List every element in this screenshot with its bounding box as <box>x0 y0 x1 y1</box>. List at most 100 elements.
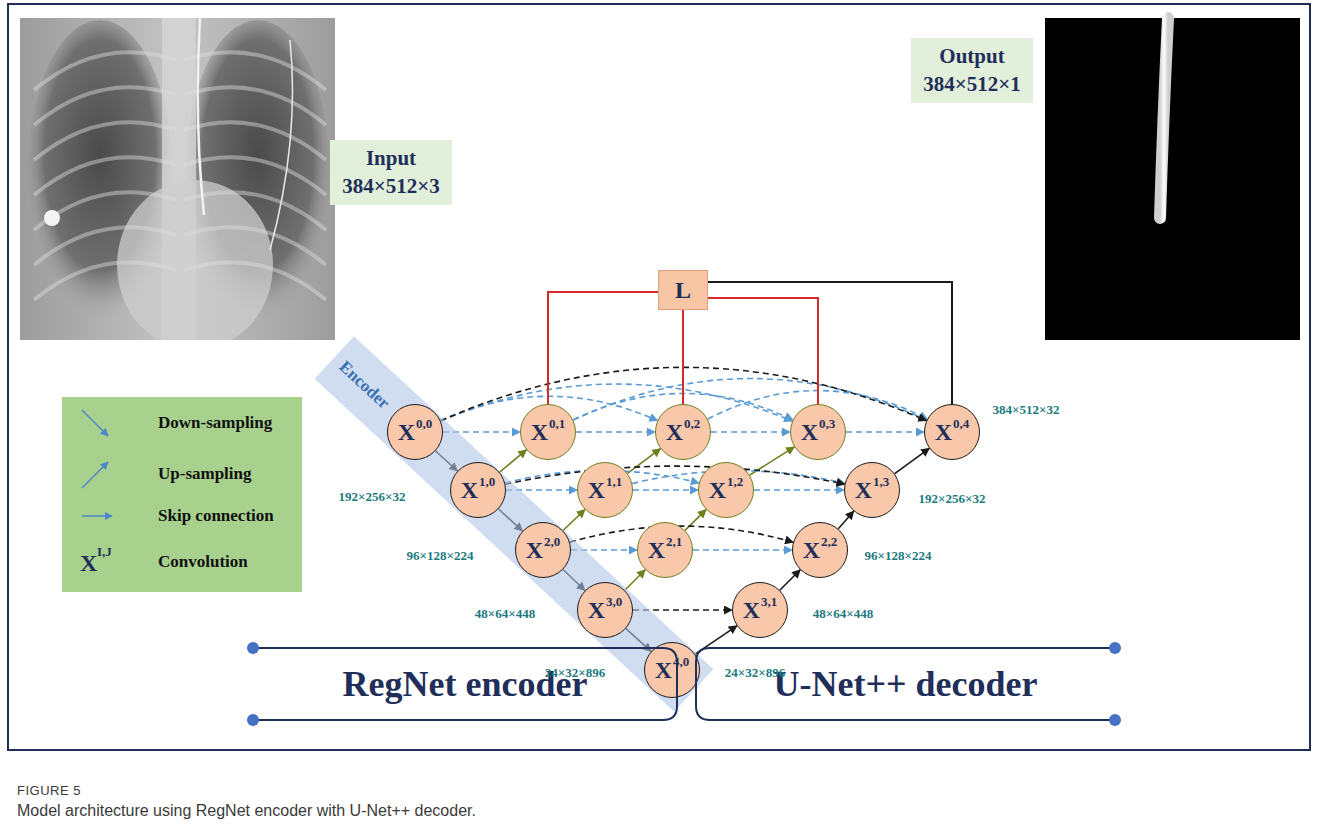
node-index: 2,0 <box>544 535 560 548</box>
dimension-label: 384×512×32 <box>993 402 1060 418</box>
skip-connection <box>846 431 924 433</box>
sampling-arrow <box>895 448 930 473</box>
decoder-bracket: U-Net++ decoder <box>696 648 1115 720</box>
sampling-arrow <box>500 450 527 472</box>
node-index: 2,1 <box>666 535 682 548</box>
node-index: 1,0 <box>479 475 495 488</box>
dimension-label: 48×64×448 <box>813 606 873 622</box>
node-symbol: X <box>398 420 415 444</box>
skip-connection <box>711 431 790 433</box>
node-index: 3,0 <box>606 595 622 608</box>
skip-connection <box>441 384 792 421</box>
node-symbol: X <box>461 478 478 502</box>
legend-text: Down-sampling <box>158 413 272 433</box>
section-title: RegNet encoder <box>253 648 677 720</box>
convolution-node: X3,0 <box>577 582 633 638</box>
node-symbol: X <box>588 598 605 622</box>
node-symbol: X <box>526 538 543 562</box>
legend-box <box>62 397 302 592</box>
node-symbol: X <box>709 478 726 502</box>
node-symbol: X <box>655 658 672 682</box>
convolution-node: X1,2 <box>698 462 754 518</box>
input-size-box: Input384×512×3 <box>330 140 452 205</box>
legend-symbol-index: I,J <box>97 545 112 558</box>
bracket-dot <box>1109 642 1121 654</box>
node-index: 3,1 <box>761 595 777 608</box>
node-symbol: X <box>743 598 760 622</box>
supervision-line <box>708 298 818 404</box>
node-symbol: X <box>588 478 605 502</box>
convolution-node: X2,0 <box>515 522 571 578</box>
node-index: 0,3 <box>819 417 835 430</box>
skip-connection <box>693 549 792 551</box>
supervision-line <box>708 282 952 404</box>
figure-number: FIGURE 5 <box>17 783 81 798</box>
node-index: 0,2 <box>684 417 700 430</box>
node-index: 0,4 <box>953 417 969 430</box>
bracket-dot <box>1109 714 1121 726</box>
convolution-node: X1,1 <box>577 462 633 518</box>
convolution-node: X3,1 <box>732 582 788 638</box>
sampling-arrow <box>625 570 645 590</box>
node-symbol: X <box>803 538 820 562</box>
node-index: 0,0 <box>416 417 432 430</box>
dimension-label: 96×128×224 <box>407 548 474 564</box>
figure-frame <box>8 4 1310 750</box>
node-symbol: X <box>648 538 665 562</box>
bracket-dot <box>247 642 259 654</box>
node-symbol: X <box>531 420 548 444</box>
dimension-label: 24×32×896 <box>725 665 785 681</box>
tensor-size: 384×512×1 <box>923 70 1021 98</box>
convolution-node: X0,3 <box>790 404 846 460</box>
node-symbol: X <box>666 420 683 444</box>
bracket-dot <box>247 714 259 726</box>
convolution-node: X0,1 <box>520 404 576 460</box>
legend-samples <box>82 410 112 516</box>
bracket-line <box>253 648 677 720</box>
convolution-node: X0,4 <box>924 404 980 460</box>
dimension-label: 192×256×32 <box>919 491 986 507</box>
node-index: 1,2 <box>727 475 743 488</box>
loss-box: L <box>658 270 708 310</box>
tensor-size: 384×512×3 <box>342 172 440 200</box>
bracket-line <box>696 648 1115 720</box>
chest-xray <box>20 18 335 340</box>
legend-symbol: X <box>80 551 97 575</box>
node-index: 2,2 <box>821 535 837 548</box>
convolution-node: X0,2 <box>655 404 711 460</box>
node-symbol: X <box>935 420 952 444</box>
node-index: 1,1 <box>606 475 622 488</box>
output-mask <box>1045 18 1300 340</box>
convolution-node: X2,2 <box>792 522 848 578</box>
supervision-line <box>548 292 658 404</box>
sampling-arrow <box>563 510 585 531</box>
supervision-line <box>682 310 684 404</box>
node-symbol: X <box>855 478 872 502</box>
sampling-arrow <box>628 449 661 474</box>
dimension-label: 96×128×224 <box>865 548 932 564</box>
encoder-bracket: RegNet encoder <box>253 648 677 720</box>
skip-connection <box>505 466 844 484</box>
dimension-label: 24×32×896 <box>545 665 605 681</box>
node-text: L <box>675 277 691 304</box>
output-size-box: Output384×512×1 <box>911 38 1033 103</box>
box-heading: Output <box>923 42 1021 70</box>
sampling-arrow <box>780 570 800 590</box>
skip-connection <box>576 431 655 433</box>
convolution-node: X1,0 <box>450 462 506 518</box>
convolution-node: X1,3 <box>844 462 900 518</box>
figure-caption: Model architecture using RegNet encoder … <box>17 802 476 820</box>
node-symbol: X <box>801 420 818 444</box>
legend-text: Convolution <box>158 552 248 572</box>
skip-connection <box>754 489 844 491</box>
node-index: 1,3 <box>873 475 889 488</box>
legend-text: Up-sampling <box>158 464 252 484</box>
section-title: U-Net++ decoder <box>696 648 1115 720</box>
dimension-label: 192×256×32 <box>339 489 406 505</box>
sampling-arrow <box>838 511 853 529</box>
convolution-node: X2,1 <box>637 522 693 578</box>
node-index: 0,1 <box>549 417 565 430</box>
dimension-label: 48×64×448 <box>475 606 535 622</box>
convolution-node: X0,0 <box>387 404 443 460</box>
box-heading: Input <box>342 144 440 172</box>
